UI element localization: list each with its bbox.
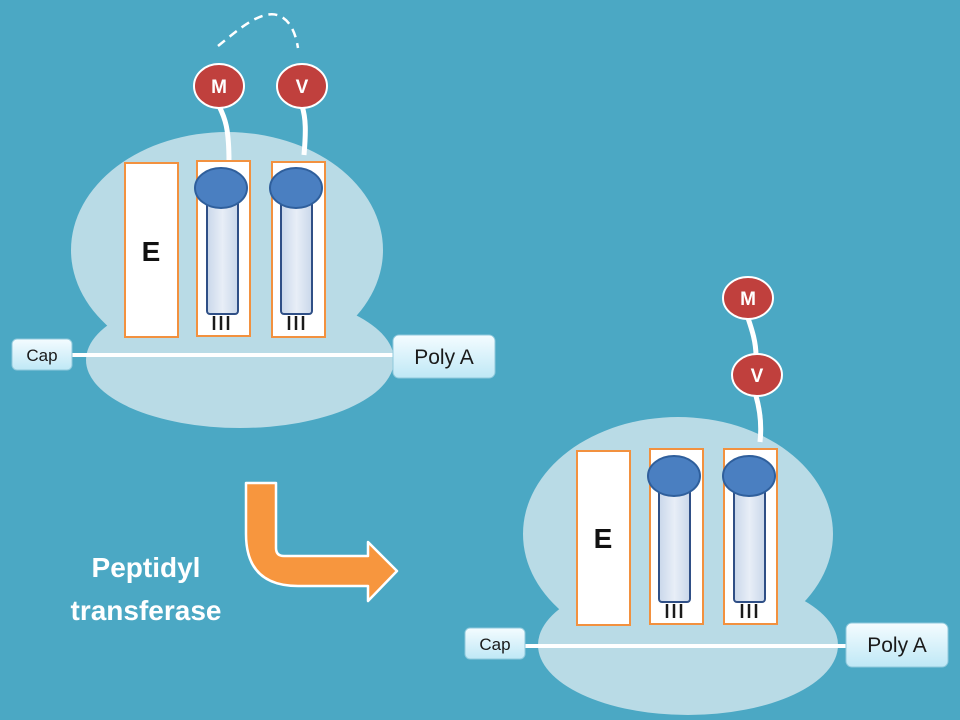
cap-label-box: Cap [11, 338, 73, 371]
cap-label-box: Cap [464, 627, 526, 660]
trna-linker-chain [753, 395, 764, 443]
amino-acid-m-label: M [211, 77, 227, 98]
e-site-label: E [142, 236, 161, 267]
trna-linker-v [299, 105, 308, 156]
ribosome-after: M V E Cap Poly A [464, 276, 949, 715]
e-site [576, 450, 631, 626]
enzyme-label-line1: Peptidyl [92, 552, 201, 583]
trna-p-site [647, 455, 701, 618]
amino-acid-v: V [276, 63, 328, 109]
polya-label-box: Poly A [392, 334, 496, 379]
chain-link-m-v [745, 317, 759, 357]
chain-amino-acid-m-label: M [740, 289, 756, 310]
cap-label: Cap [26, 346, 57, 365]
enzyme-label-line2: transferase [71, 595, 222, 626]
cap-label: Cap [479, 635, 510, 654]
trna-a-site [269, 167, 323, 330]
chain-amino-acid-m: M [722, 276, 774, 320]
trna-p-site [194, 167, 248, 330]
trna-linker-m [216, 104, 232, 163]
trna-a-site [722, 455, 776, 618]
polya-label: Poly A [867, 634, 927, 657]
peptide-bond-dashed [217, 13, 300, 49]
polya-label-box: Poly A [845, 622, 949, 668]
e-site-label: E [594, 523, 613, 554]
e-site [124, 162, 179, 338]
amino-acid-m: M [193, 63, 245, 109]
ribosome-before: M V E Cap Poly A [11, 13, 496, 428]
chain-amino-acid-v: V [731, 353, 783, 397]
polya-label: Poly A [414, 346, 474, 369]
process-arrow [244, 481, 399, 603]
bent-arrow-icon [244, 481, 399, 603]
chain-amino-acid-v-label: V [751, 366, 764, 387]
amino-acid-v-label: V [296, 77, 309, 98]
